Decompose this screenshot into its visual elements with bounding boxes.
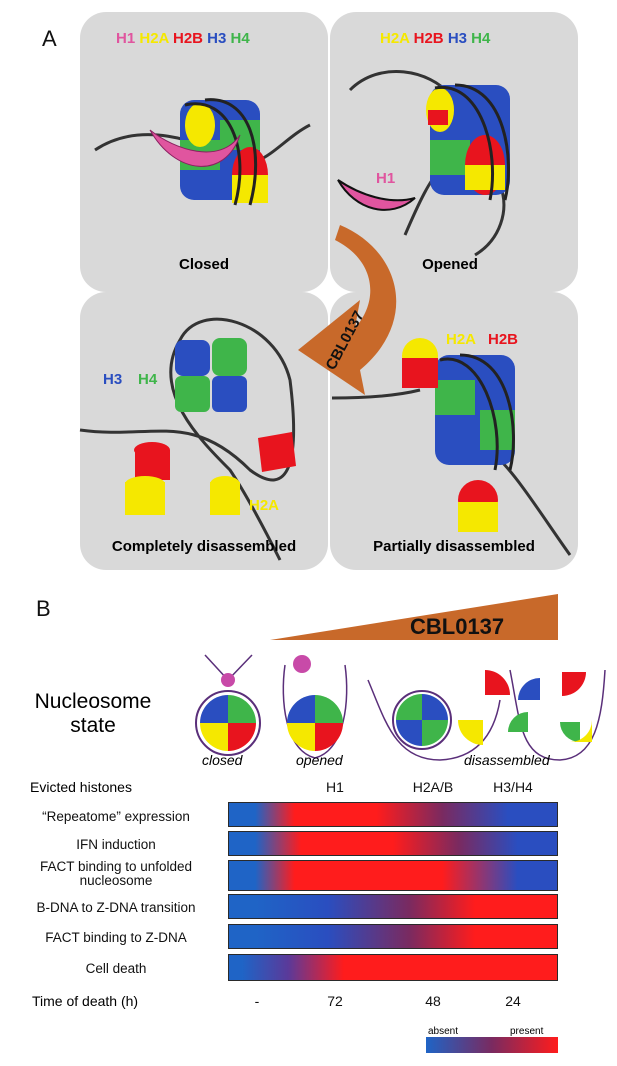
panel-a-label: A xyxy=(42,26,57,51)
row-label-fact-zdna: FACT binding to Z-DNA xyxy=(45,930,187,945)
state-opened-label: opened xyxy=(296,752,343,768)
row-label-cell-death: Cell death xyxy=(85,961,147,976)
nucleosome-state-label: Nucleosome state xyxy=(34,690,152,737)
opened-histone-labels: H2A H2B H3 H4 xyxy=(380,30,490,47)
drug-wedge xyxy=(270,594,558,640)
closed-h2b-label: H2B xyxy=(172,30,203,47)
state-opened-icon xyxy=(282,655,348,759)
panel-a-diagram xyxy=(79,12,578,570)
complete-h4-label: H4 xyxy=(138,371,158,388)
opened-h1-label: H1 xyxy=(376,170,396,187)
cbl0137-arrow xyxy=(298,225,397,395)
complete-nucleosome xyxy=(79,317,296,561)
row-bar-zdna-transition xyxy=(228,894,558,919)
legend-absent-label: absent xyxy=(428,1026,459,1037)
opened-h2a-label: H2A xyxy=(380,30,410,47)
row-label-ifn: IFN induction xyxy=(76,837,156,852)
row-label-zdna-transition: B-DNA to Z-DNA transition xyxy=(36,900,196,915)
row-bar-cell-death xyxy=(228,954,558,981)
panel-b-label: B xyxy=(36,596,51,621)
closed-title: Closed xyxy=(178,256,229,273)
opened-h4-label: H4 xyxy=(471,30,491,47)
closed-h3-label: H3 xyxy=(207,30,227,47)
partial-h2a-label: H2A xyxy=(446,331,477,348)
state-complete-icon xyxy=(508,669,606,761)
closed-nucleosome xyxy=(94,98,311,206)
partial-title: Partially disassembled xyxy=(373,538,535,555)
row-bar-repeatome xyxy=(228,802,558,827)
nucleosome-state-diagram xyxy=(195,654,606,761)
time-value-closed: - xyxy=(254,993,260,1009)
time-value-24: 24 xyxy=(505,993,521,1009)
opened-h2b-label: H2B xyxy=(413,30,444,47)
state-closed-icon xyxy=(195,654,261,756)
partial-nucleosome xyxy=(331,338,572,556)
time-value-48: 48 xyxy=(425,993,441,1009)
legend-present-label: present xyxy=(510,1026,544,1037)
row-label-repeatome: “Repeatome” expression xyxy=(42,809,190,824)
row-bar-fact-zdna xyxy=(228,924,558,949)
drug-gradient-label: CBL0137 xyxy=(410,614,505,639)
opened-h3-label: H3 xyxy=(447,30,467,47)
partial-h2b-label: H2B xyxy=(488,331,519,348)
closed-h1-label: H1 xyxy=(116,30,136,47)
closed-h4-label: H4 xyxy=(230,30,250,47)
time-value-72: 72 xyxy=(327,993,343,1009)
opened-nucleosome xyxy=(337,70,510,257)
evicted-h2ab: H2A/B xyxy=(412,779,454,795)
opened-title: Opened xyxy=(422,256,478,273)
complete-title: Completely disassembled xyxy=(111,538,297,555)
closed-h2a-label: H2A xyxy=(139,30,169,47)
closed-histone-labels: H1 H2A H2B H3 H4 xyxy=(116,30,250,47)
row-bar-ifn xyxy=(228,831,558,856)
evicted-label: Evicted histones xyxy=(30,779,132,795)
complete-h3-label: H3 xyxy=(103,371,123,388)
complete-h2a-label: H2A xyxy=(249,497,280,514)
state-closed-label: closed xyxy=(202,752,243,768)
time-of-death-label: Time of death (h) xyxy=(32,993,139,1009)
state-partial-icon xyxy=(367,670,510,761)
evicted-h3h4: H3/H4 xyxy=(493,779,533,795)
row-bar-fact-unfolded xyxy=(228,860,558,891)
evicted-h1: H1 xyxy=(326,779,344,795)
state-disassembled-label: disassembled xyxy=(464,752,550,768)
legend-colorbar xyxy=(426,1037,558,1053)
row-label-fact-unfolded: FACT binding to unfolded nucleosome xyxy=(39,859,193,888)
